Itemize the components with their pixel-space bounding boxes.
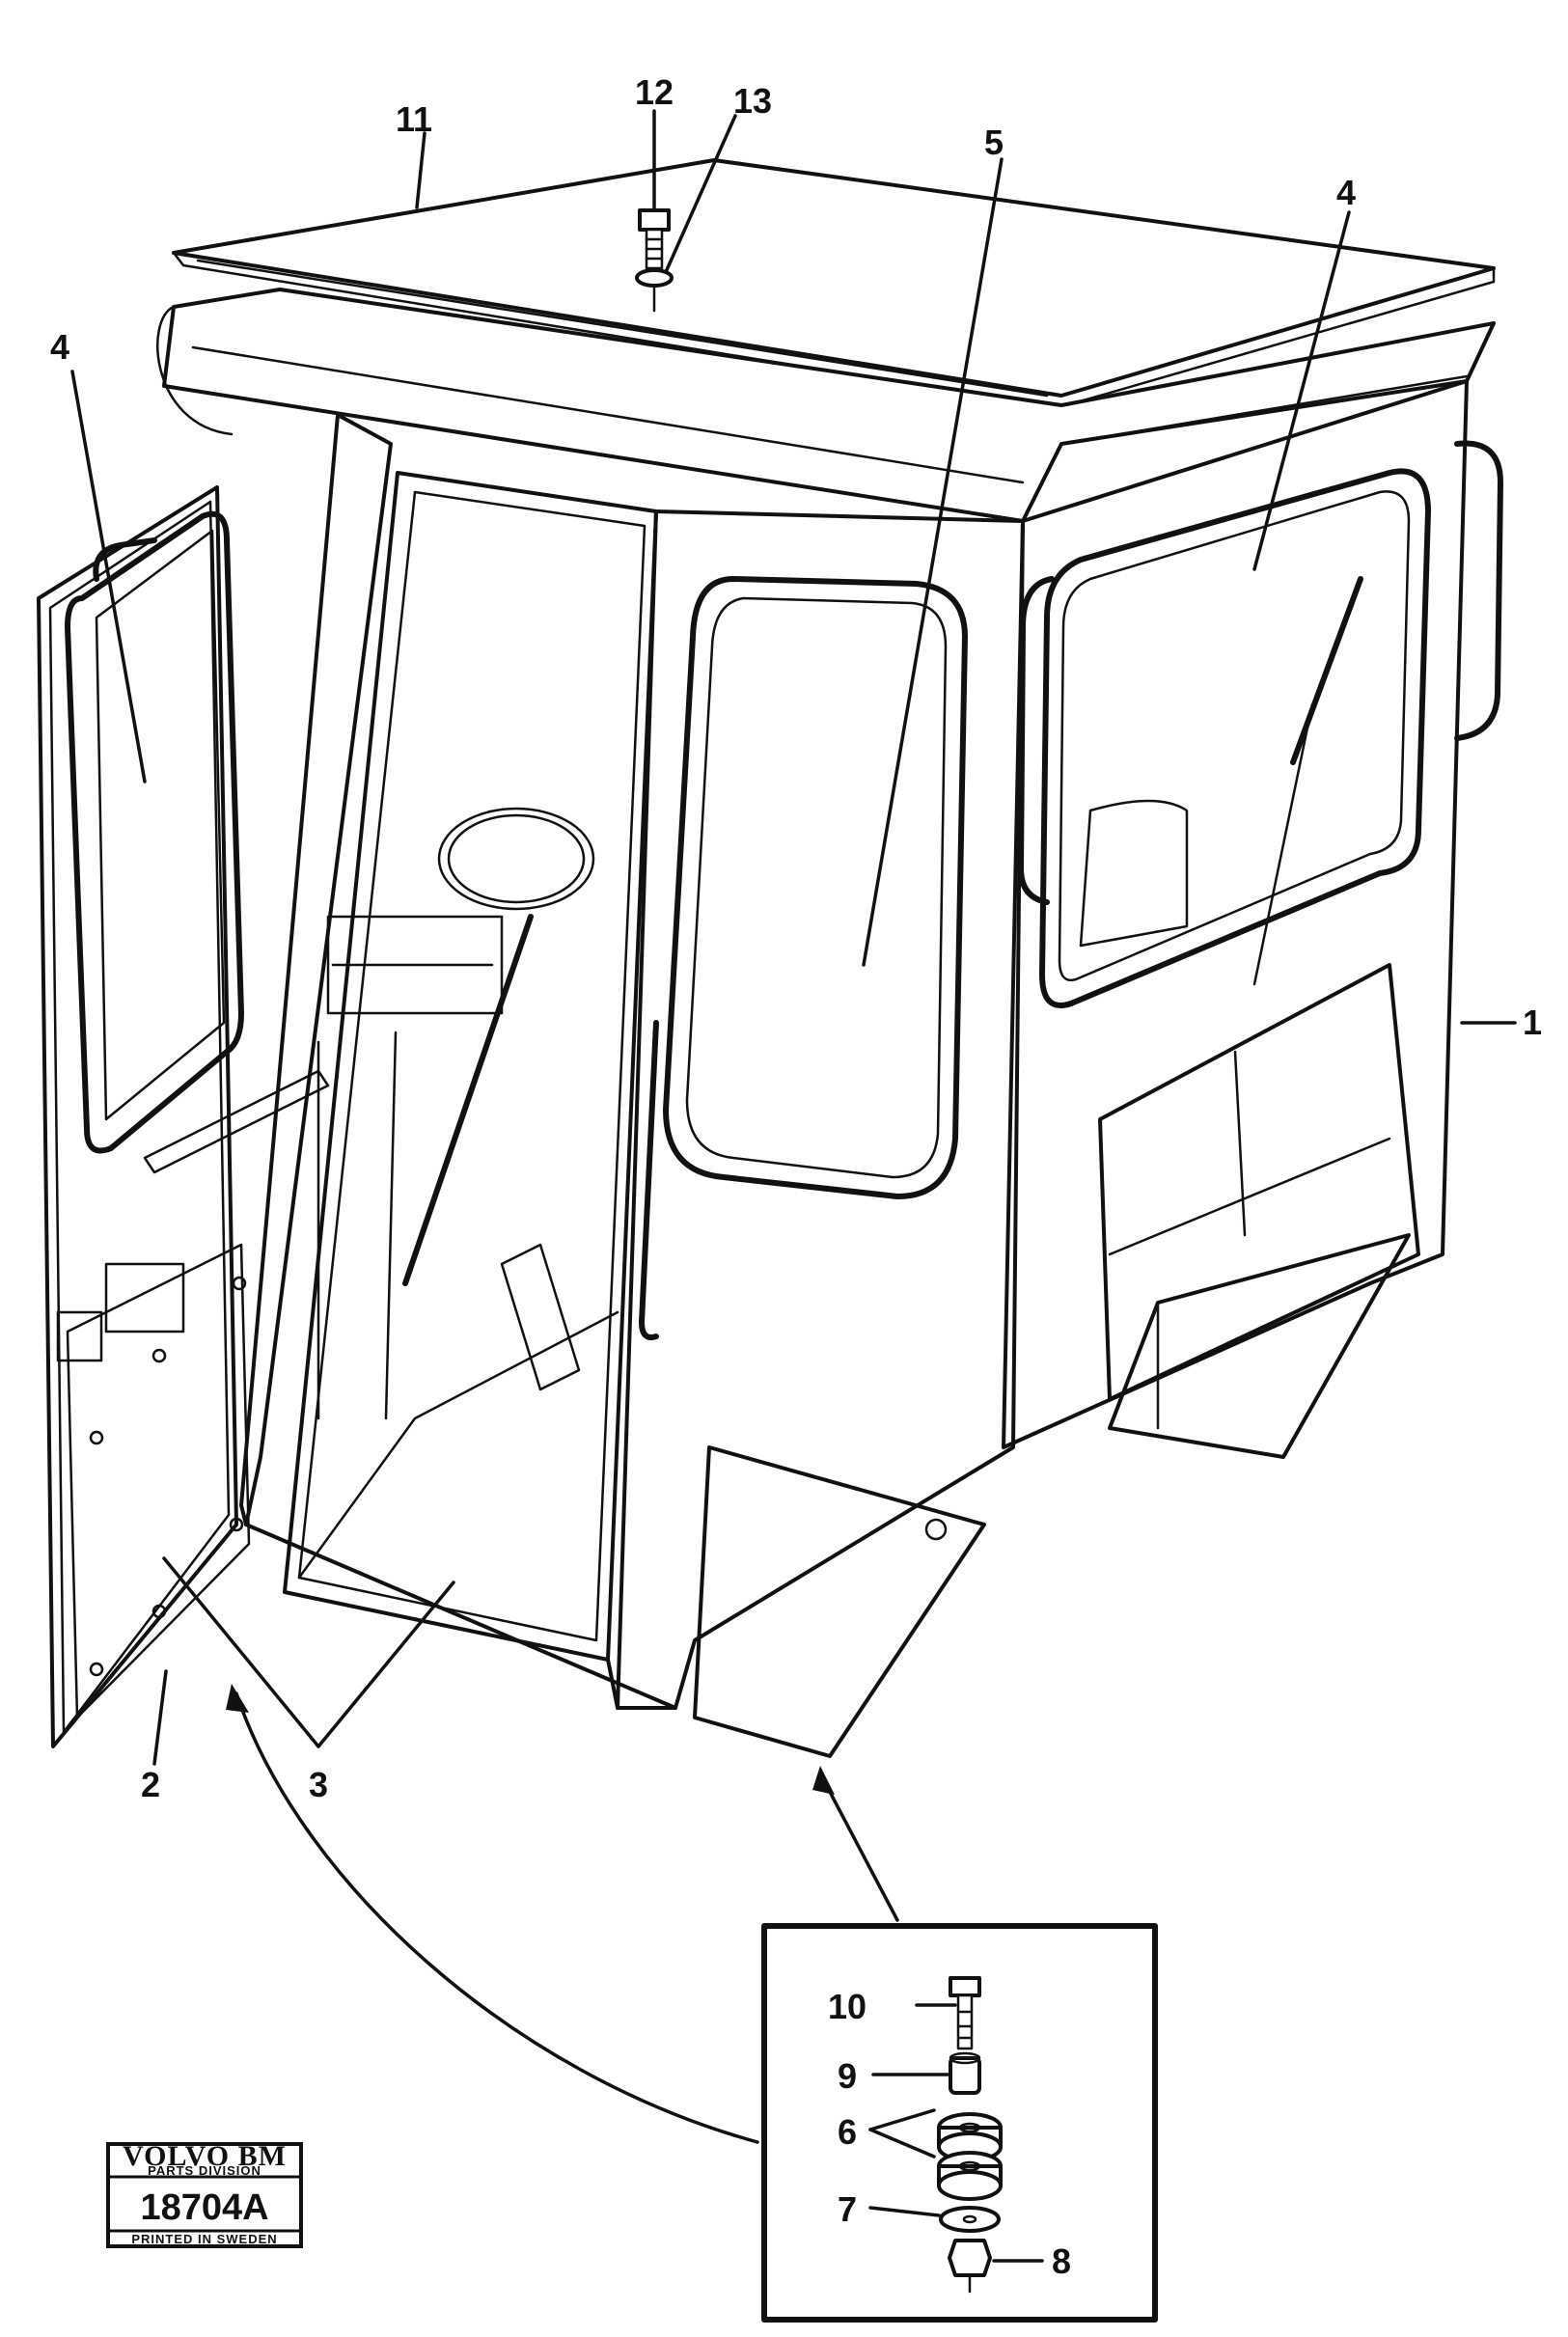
cab-body — [156, 288, 1503, 1758]
callout-13: 13 — [733, 81, 772, 121]
leader-lines — [70, 109, 1517, 2263]
stamp-brand: VOLVO BM — [123, 2140, 287, 2172]
steering-and-dashboard — [316, 807, 595, 1420]
callout-9: 9 — [838, 2056, 857, 2096]
callout-8: 8 — [1052, 2241, 1071, 2281]
callout-11: 11 — [396, 99, 432, 139]
arrow-head — [226, 1684, 249, 1713]
callout-2: 2 — [141, 1765, 160, 1804]
callout-4-right: 4 — [1336, 173, 1356, 212]
cab-door — [37, 485, 330, 1748]
callout-7: 7 — [838, 2189, 857, 2229]
mounting-detail-inset — [761, 1923, 1158, 2323]
arrows — [226, 1684, 899, 2144]
parts-stamp: VOLVO BM PARTS DIVISION 18704A PRINTED I… — [106, 2140, 303, 2248]
callout-1: 1 — [1523, 1003, 1542, 1042]
callout-6: 6 — [838, 2112, 857, 2152]
callout-12: 12 — [635, 72, 674, 112]
roof-bolt-assembly — [635, 208, 674, 313]
stamp-division: PARTS DIVISION — [148, 2163, 261, 2178]
stamp-number: 18704A — [140, 2187, 268, 2228]
seat-and-wiper — [1079, 576, 1363, 986]
arrow-head — [812, 1766, 835, 1795]
callout-3: 3 — [309, 1765, 328, 1804]
callout-10: 10 — [828, 1987, 867, 2026]
callout-4-left: 4 — [50, 327, 69, 367]
stamp-printed: PRINTED IN SWEDEN — [131, 2232, 277, 2246]
callout-5: 5 — [984, 123, 1004, 162]
